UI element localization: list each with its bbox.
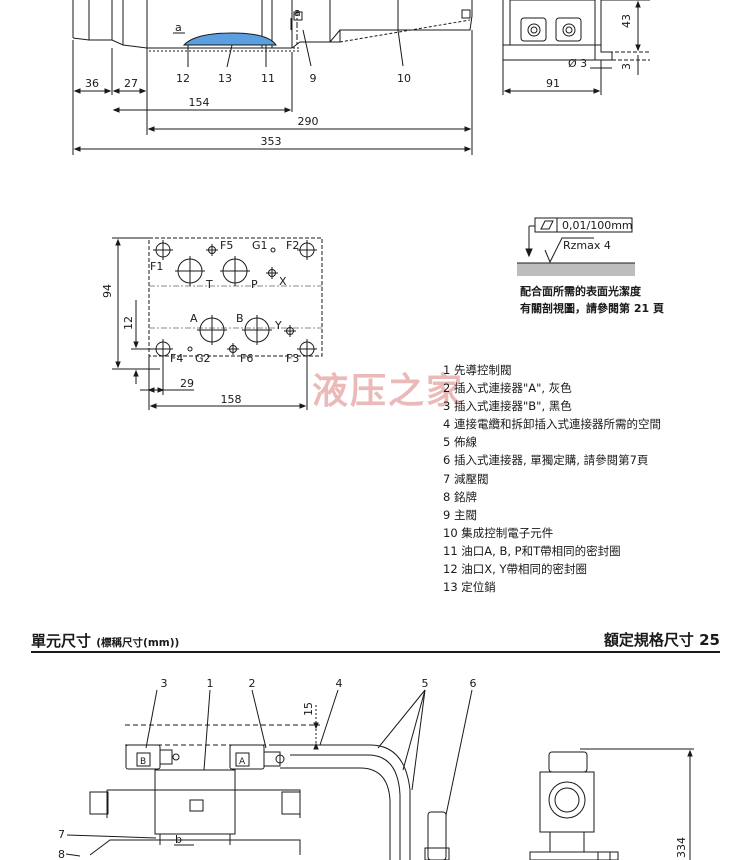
- legend-item: 4 連接電纜和拆卸插入式連接器所需的空間: [443, 417, 661, 432]
- callout-5: 5: [422, 677, 429, 690]
- dim-94: 94: [101, 284, 114, 298]
- port-T: T: [205, 278, 213, 291]
- surface-finish-symbol: [517, 217, 635, 276]
- dim-3: 3: [620, 63, 633, 70]
- top-view-valve: [72, 0, 473, 52]
- dim-158: 158: [221, 393, 242, 406]
- port-F3: F3: [286, 352, 299, 365]
- locating-pin-highlight: [182, 32, 277, 46]
- callout-2: 2: [249, 677, 256, 690]
- callout-6: 6: [470, 677, 477, 690]
- port-P: P: [251, 278, 258, 291]
- callout-4: 4: [336, 677, 343, 690]
- port-F4: F4: [170, 352, 183, 365]
- port-G2: G2: [195, 352, 211, 365]
- dim-12: 12: [122, 316, 135, 330]
- dim-154: 154: [189, 96, 210, 109]
- port-F6: F6: [240, 352, 253, 365]
- watermark: 液压之家: [312, 370, 465, 412]
- port-A: A: [190, 312, 198, 325]
- callout-12: 12: [176, 72, 190, 85]
- dim-43: 43: [620, 14, 633, 28]
- section-subtitle: (標稱尺寸(mm)): [96, 637, 180, 649]
- legend-item: 7 減壓閥: [443, 471, 489, 486]
- size-label: 額定規格尺寸 25: [603, 631, 720, 649]
- dim-91: 91: [546, 77, 560, 90]
- port-B: B: [236, 312, 244, 325]
- callout-7: 7: [58, 828, 65, 841]
- legend-item: 6 插入式連接器, 單獨定購, 請參閱第7頁: [443, 453, 649, 468]
- port-G1: G1: [252, 239, 268, 252]
- port-F1: F1: [150, 260, 163, 273]
- connector-b-label: B: [140, 757, 146, 767]
- dim-334: 334: [675, 837, 688, 858]
- port-F2: F2: [286, 239, 299, 252]
- legend-item: 13 定位銷: [443, 580, 496, 595]
- section-divider: [31, 651, 720, 653]
- flatness-value: 0,01/100mm: [562, 219, 633, 232]
- dim-hole-3: Ø 3: [568, 57, 587, 70]
- callout-10: 10: [397, 72, 411, 85]
- dim-36: 36: [85, 77, 99, 90]
- dim-15: 15: [302, 702, 315, 716]
- connector-a-label: A: [239, 757, 246, 767]
- bottom-view: [89, 724, 619, 860]
- dim-353: 353: [261, 135, 282, 148]
- callout-11: 11: [261, 72, 275, 85]
- surface-note: 配合面所需的表面光潔度 有關剖視圖，請參閱第 21 頁: [520, 283, 664, 317]
- legend-item: 10 集成控制電子元件: [443, 525, 554, 540]
- section-title-main: 單元尺寸: [31, 632, 92, 650]
- legend-item: 3 插入式連接器"B", 黑色: [443, 399, 572, 414]
- port-pattern: [148, 237, 323, 359]
- port-F5: F5: [220, 239, 233, 252]
- surface-note-line1: 配合面所需的表面光潔度: [520, 285, 641, 298]
- port-Y: Y: [274, 319, 282, 332]
- legend-item: 8 銘牌: [443, 489, 477, 504]
- legend-item: 12 油口X, Y帶相同的密封圈: [443, 562, 588, 577]
- side-view: [502, 0, 650, 61]
- callout-3: 3: [161, 677, 168, 690]
- section-title: 單元尺寸 (標稱尺寸(mm)): [31, 630, 179, 651]
- callout-a-left: a: [175, 21, 182, 34]
- legend-item: 9 主閥: [443, 507, 477, 522]
- legend-item: 5 佈線: [443, 435, 477, 450]
- callout-8: 8: [58, 848, 65, 860]
- callout-13: 13: [218, 72, 232, 85]
- legend-item: 2 插入式連接器"A", 灰色: [443, 381, 572, 396]
- callout-9: 9: [310, 72, 317, 85]
- callout-1: 1: [207, 677, 214, 690]
- roughness-value: Rzmax 4: [563, 239, 611, 252]
- dim-27: 27: [124, 77, 138, 90]
- dim-290: 290: [298, 115, 319, 128]
- callout-b: b: [175, 833, 182, 846]
- legend-item: 1 先導控制閥: [443, 363, 512, 377]
- port-X: X: [279, 275, 287, 288]
- dim-29: 29: [180, 377, 194, 390]
- legend-list: 1 先導控制閥 2 插入式連接器"A", 灰色 3 插入式連接器"B", 黑色 …: [443, 361, 661, 596]
- callout-a-right: a: [294, 6, 301, 19]
- legend-item: 11 油口A, B, P和T帶相同的密封圈: [443, 543, 621, 558]
- surface-note-line2: 有關剖視圖，請參閱第 21 頁: [520, 302, 664, 315]
